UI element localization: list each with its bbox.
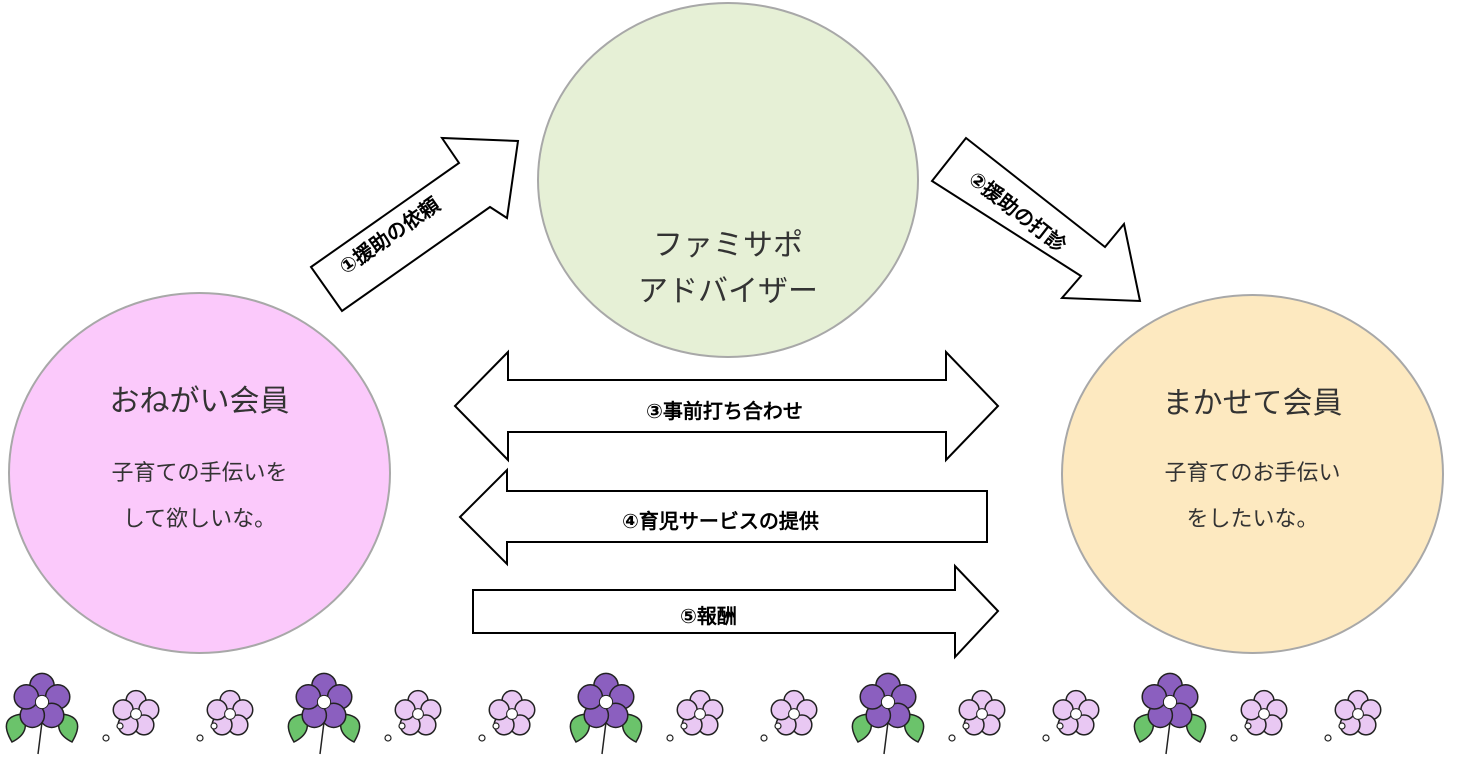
advisor-circle: ファミサポ アドバイザー: [537, 2, 919, 358]
dot-icon: [196, 722, 218, 742]
arrow-5-payment: [472, 563, 1000, 660]
violet-flower-icon: [1141, 672, 1199, 729]
violet-flower-icon: [577, 672, 635, 729]
arrow-2-sounding: [930, 136, 1142, 303]
dot-icon: [666, 722, 688, 742]
small-flower-icon: [488, 689, 536, 736]
dot-icon: [948, 722, 970, 742]
arrow-3-label: ③事前打ち合わせ: [646, 399, 803, 423]
supporter-desc-line1: 子育てのお手伝い: [1164, 461, 1341, 486]
supporter-circle: まかせて会員 子育てのお手伝い をしたいな。: [1061, 294, 1444, 654]
small-flower-icon: [1240, 689, 1288, 736]
small-flower-icon: [770, 689, 818, 736]
leaf-icon: [851, 713, 925, 755]
dot-icon: [760, 722, 782, 742]
dot-icon: [384, 722, 406, 742]
supporter-desc-line2: をしたいな。: [1186, 507, 1319, 532]
small-flower-icon: [1052, 689, 1100, 736]
arrow-3-meeting: [453, 349, 1000, 463]
small-flower-icon: [676, 689, 724, 736]
requester-desc-line1: 子育ての手伝いを: [111, 461, 288, 486]
violet-flower-icon: [13, 672, 71, 729]
requester-title: おねがい会員: [109, 384, 290, 419]
dot-icon: [1042, 722, 1064, 742]
arrow-5-label: ⑤報酬: [680, 604, 737, 628]
small-flower-icon: [1334, 689, 1382, 736]
small-flower-icon: [206, 689, 254, 736]
leaf-icon: [287, 713, 361, 755]
small-flower-icon: [112, 689, 160, 736]
arrow-4-label: ④育児サービスの提供: [622, 509, 819, 533]
leaf-icon: [569, 713, 643, 755]
requester-desc-line2: して欲しいな。: [122, 507, 277, 532]
leaf-icon: [5, 713, 79, 755]
dot-icon: [102, 722, 124, 742]
arrow-4-service: [458, 467, 988, 567]
dot-icon: [1324, 722, 1346, 742]
supporter-title: まかせて会員: [1162, 386, 1343, 421]
violet-flower-border: [5, 672, 1382, 755]
dot-icon: [1230, 722, 1252, 742]
leaf-icon: [1133, 713, 1207, 755]
violet-flower-icon: [295, 672, 353, 729]
advisor-name-line2: アドバイザー: [638, 274, 818, 309]
small-flower-icon: [394, 689, 442, 736]
arrow-1-request: [309, 136, 520, 313]
small-flower-icon: [958, 689, 1006, 736]
violet-flower-icon: [859, 672, 917, 729]
advisor-name-line1: ファミサポ: [653, 228, 803, 263]
dot-icon: [478, 722, 500, 742]
requester-circle: おねがい会員 子育ての手伝いを して欲しいな。: [8, 292, 391, 654]
